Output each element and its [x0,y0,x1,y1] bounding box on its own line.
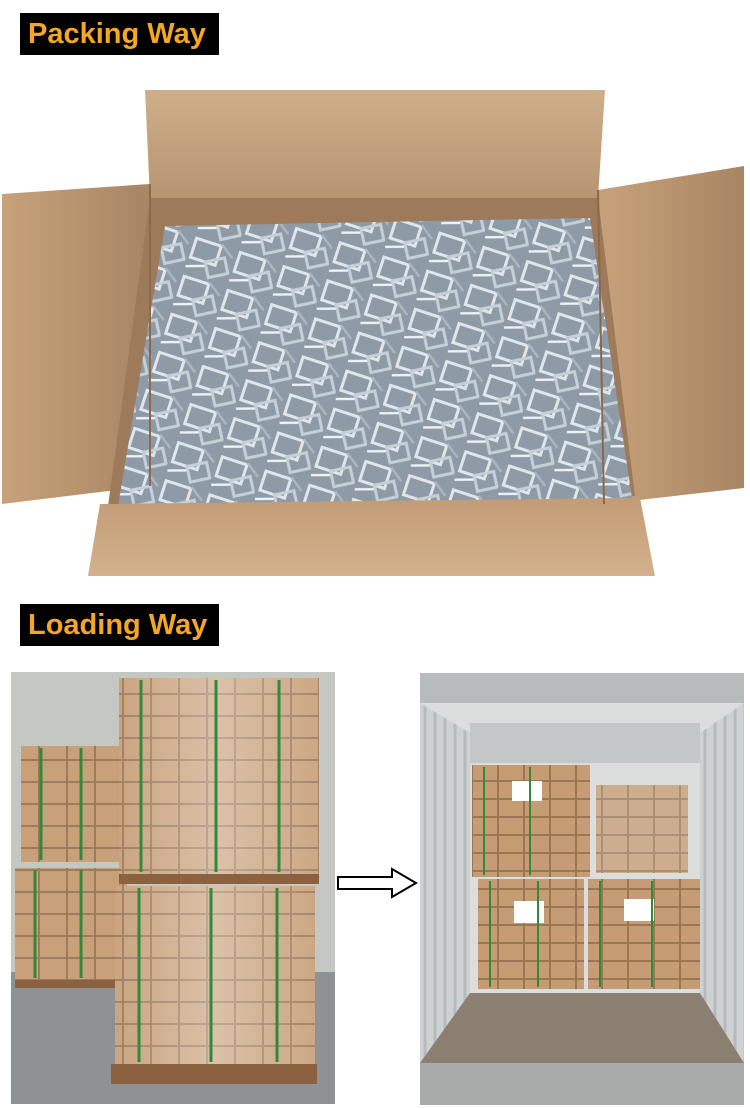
container-photo [420,673,744,1105]
right-arrow-icon [336,867,418,899]
pallets-photo [11,672,335,1104]
packing-box-photo [0,86,750,578]
loading-way-heading: Loading Way [20,604,219,646]
packing-way-heading: Packing Way [20,13,219,55]
